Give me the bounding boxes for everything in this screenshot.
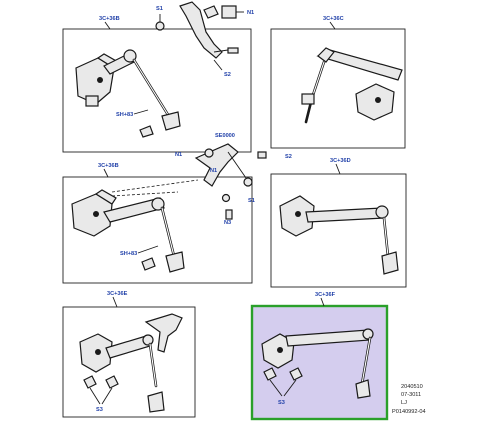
leader-line (137, 245, 159, 254)
ref-line-3: LJ (401, 400, 407, 406)
ref-line-4: P0140992-04 (392, 409, 426, 415)
panel-top-left-callout: 3C+36B (99, 16, 120, 22)
height-sensor-bot-left (79, 313, 183, 413)
height-sensor-bot-right (261, 328, 374, 399)
ml-sh83-label: SH+83 (120, 251, 137, 257)
ref-line-2: 07-3011 (401, 392, 421, 398)
reference-block: 2040510 07-3011 LJ P0140992-04 (392, 384, 426, 415)
ref-line-1: 2040510 (401, 384, 423, 390)
leader-line (329, 21, 336, 30)
leader-line (112, 296, 118, 308)
fastener-top-s2-label: S2 (224, 72, 231, 78)
height-sensor-top-right (301, 47, 403, 124)
panel-top-right-callout: 3C+36C (323, 16, 344, 22)
leader-line (104, 21, 111, 30)
fastener-mid-n3-label: N3 (224, 220, 231, 226)
br-s3-label: S3 (278, 400, 285, 406)
panel-mid-right-callout: 3C+36D (330, 158, 351, 164)
bl-s3-label: S3 (96, 407, 103, 413)
leader-line (103, 168, 109, 178)
top-bracket (179, 1, 244, 59)
panel-bot-right-callout: 3C+36F (315, 292, 336, 298)
leader-line (320, 297, 325, 307)
fastener-top-s1-label: S1 (156, 6, 163, 12)
fastener-mid-code-label: SE0000 (215, 133, 235, 139)
panel-mid-left-callout: 3C+36B (98, 163, 119, 169)
top-bolt-icon (213, 47, 239, 71)
top-nut-icon (155, 14, 165, 31)
fastener-top-n1-label: N1 (247, 10, 254, 16)
leader-line (133, 109, 149, 115)
leader-line (335, 163, 341, 175)
tl-sh83-label: SH+83 (116, 112, 133, 118)
mid-bracket (194, 143, 267, 220)
height-sensor-mid-right (279, 195, 399, 275)
fastener-mid-n1-b-label: N1 (210, 168, 217, 174)
height-sensor-top-left (75, 49, 181, 138)
panel-bot-left-callout: 3C+36E (107, 291, 128, 297)
fastener-mid-s1-label: S1 (248, 198, 255, 204)
fastener-mid-s2-label: S2 (285, 154, 292, 160)
height-sensor-mid-left (71, 179, 199, 273)
fastener-mid-n1-a-label: N1 (175, 152, 182, 158)
